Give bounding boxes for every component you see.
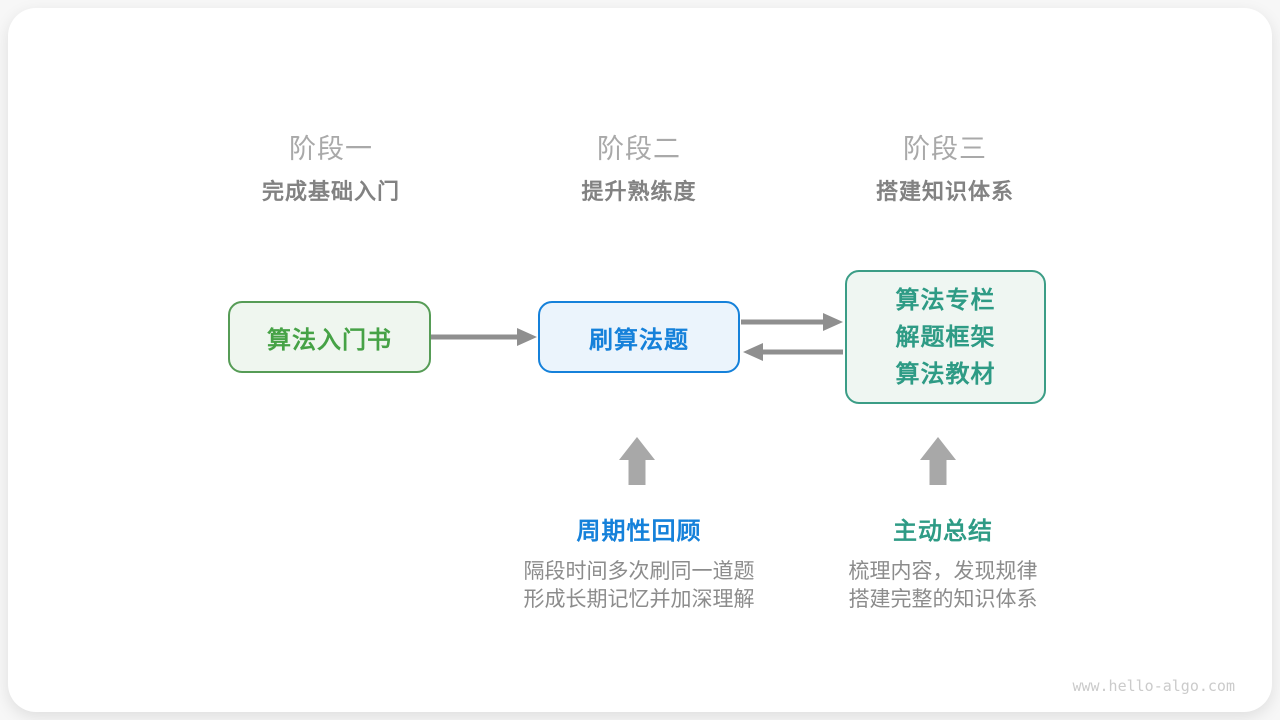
stage-3-title: 阶段三 — [903, 134, 987, 164]
review-description-line-2: 形成长期记忆并加深理解 — [523, 588, 755, 611]
arrow-left-icon — [743, 342, 844, 367]
watermark: www.hello-algo.com — [1072, 677, 1235, 695]
review-description: 隔段时间多次刷同一道题 形成长期记忆并加深理解 — [479, 558, 799, 614]
stage-3-subtitle: 搭建知识体系 — [875, 179, 1014, 204]
stage-1-subtitle: 完成基础入门 — [261, 179, 400, 204]
knowledge-line-2: 解题框架 — [895, 323, 996, 351]
review-title: 周期性回顾 — [576, 518, 702, 545]
summary-description: 梳理内容，发现规律 搭建完整的知识体系 — [783, 558, 1103, 614]
knowledge-box: 算法专栏 解题框架 算法教材 — [845, 270, 1046, 404]
arrow-up-icon — [619, 437, 655, 490]
arrow-right-icon — [741, 312, 844, 337]
practice-label: 刷算法题 — [589, 326, 689, 354]
summary-description-line-2: 搭建完整的知识体系 — [848, 588, 1038, 611]
summary-title: 主动总结 — [893, 518, 993, 545]
intro-book-label: 算法入门书 — [267, 326, 392, 354]
arrow-up-icon — [920, 437, 956, 490]
stage-1-title: 阶段一 — [289, 134, 373, 164]
stage-2-title: 阶段二 — [597, 134, 681, 164]
practice-box: 刷算法题 — [538, 301, 740, 373]
knowledge-line-1: 算法专栏 — [895, 286, 996, 314]
stage-2-subtitle: 提升熟练度 — [581, 179, 697, 204]
knowledge-line-3: 算法教材 — [895, 360, 996, 388]
review-description-line-1: 隔段时间多次刷同一道题 — [523, 560, 755, 583]
arrow-right-icon — [431, 327, 538, 352]
summary-description-line-1: 梳理内容，发现规律 — [848, 560, 1038, 583]
intro-book-box: 算法入门书 — [228, 301, 431, 373]
